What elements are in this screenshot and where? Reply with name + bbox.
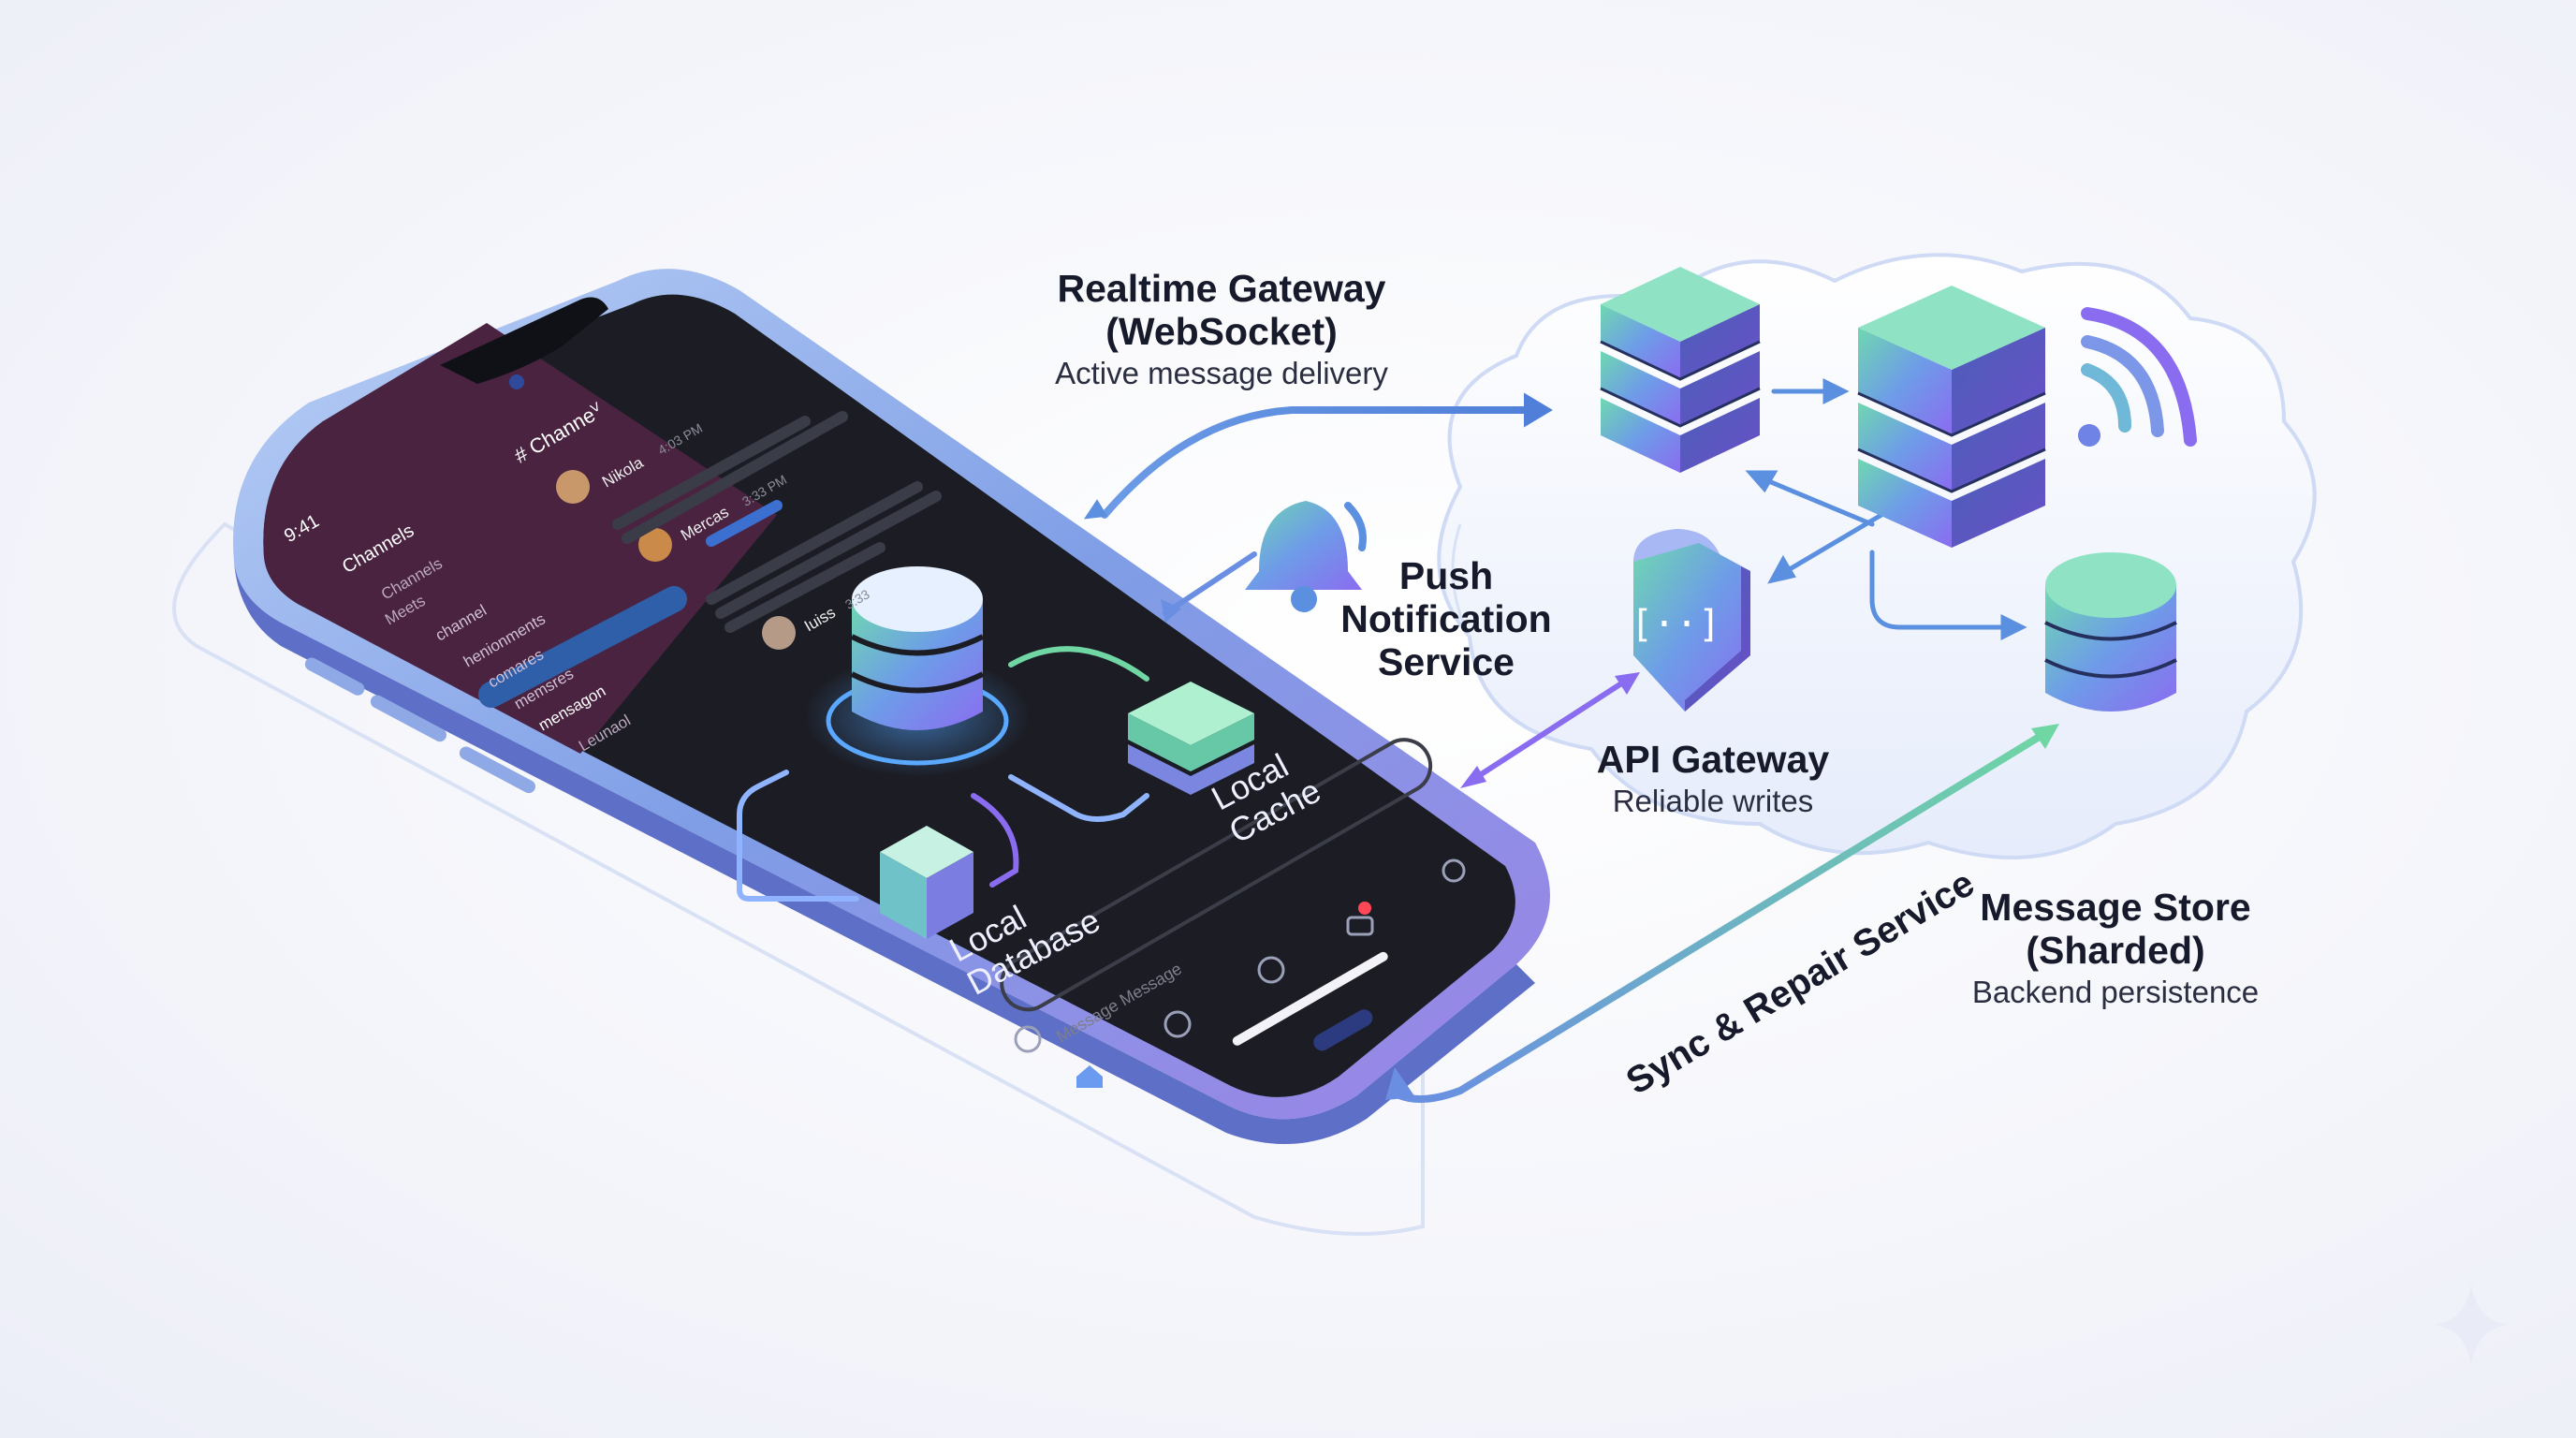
avatar-3 xyxy=(762,616,796,650)
sidebar-panel xyxy=(263,323,777,754)
camera-dot xyxy=(509,374,524,389)
search-icon[interactable] xyxy=(1164,1010,1192,1038)
push-line-3: Service xyxy=(1378,640,1515,683)
unread-bar xyxy=(706,500,783,547)
local-database-icon xyxy=(805,566,1030,777)
message-store-label: Message Store (Sharded) Backend persiste… xyxy=(1900,886,2331,1013)
internal-flows xyxy=(737,646,1149,902)
avatar-2 xyxy=(638,528,672,562)
api-arrow xyxy=(1460,672,1640,788)
svg-text:[··]: [··] xyxy=(1631,603,1720,646)
wifi-icon xyxy=(2078,307,2197,447)
api-gateway-label: API Gateway Reliable writes xyxy=(1535,738,1891,822)
message-lines xyxy=(612,411,942,633)
profile-icon[interactable] xyxy=(1442,858,1466,883)
local-cube-icon xyxy=(880,826,973,939)
message-store-icon xyxy=(2044,552,2177,712)
add-icon[interactable] xyxy=(1257,956,1285,984)
push-line-1: Push xyxy=(1398,554,1494,597)
api-subtitle: Reliable writes xyxy=(1612,784,1814,818)
volume-button-2 xyxy=(370,695,446,742)
api-title: API Gateway xyxy=(1596,738,1830,781)
bell-icon xyxy=(1245,501,1367,612)
cluster-server-icon xyxy=(1857,286,2046,548)
selected-channel-bar[interactable] xyxy=(478,586,687,708)
compose-emoji-icon[interactable] xyxy=(1014,1025,1042,1053)
sync-arrow xyxy=(1385,724,2059,1103)
cloud-arrows xyxy=(1745,377,2027,641)
local-cache-icon xyxy=(1128,682,1254,795)
store-title-2: (Sharded) xyxy=(2026,929,2205,972)
realtime-gateway-label: Realtime Gateway (WebSocket) Active mess… xyxy=(992,267,1451,394)
charging-port xyxy=(1313,1009,1373,1051)
store-subtitle: Backend persistence xyxy=(1971,975,2260,1009)
home-tab-icon[interactable] xyxy=(1076,1065,1103,1088)
realtime-title-1: Realtime Gateway xyxy=(1057,267,1386,310)
volume-button-3 xyxy=(459,746,535,794)
api-gateway-icon: [··] xyxy=(1631,529,1750,712)
sparkle-icon xyxy=(2434,1283,2509,1367)
home-indicator xyxy=(1232,951,1388,1046)
store-title-1: Message Store xyxy=(1980,886,2251,929)
volume-button-1 xyxy=(304,657,365,696)
avatar-1 xyxy=(556,470,590,504)
notification-dot xyxy=(1358,902,1371,915)
realtime-subtitle: Active message delivery xyxy=(1055,356,1388,390)
push-notification-label: Push Notification Service xyxy=(1310,554,1582,683)
realtime-title-2: (WebSocket) xyxy=(1105,310,1338,353)
realtime-server-icon xyxy=(1600,267,1761,473)
push-line-2: Notification xyxy=(1340,597,1552,640)
dm-icon[interactable] xyxy=(1346,916,1374,936)
realtime-arrows xyxy=(1083,392,1553,623)
compose-box[interactable] xyxy=(992,730,1440,1019)
phone-notch xyxy=(440,297,608,384)
